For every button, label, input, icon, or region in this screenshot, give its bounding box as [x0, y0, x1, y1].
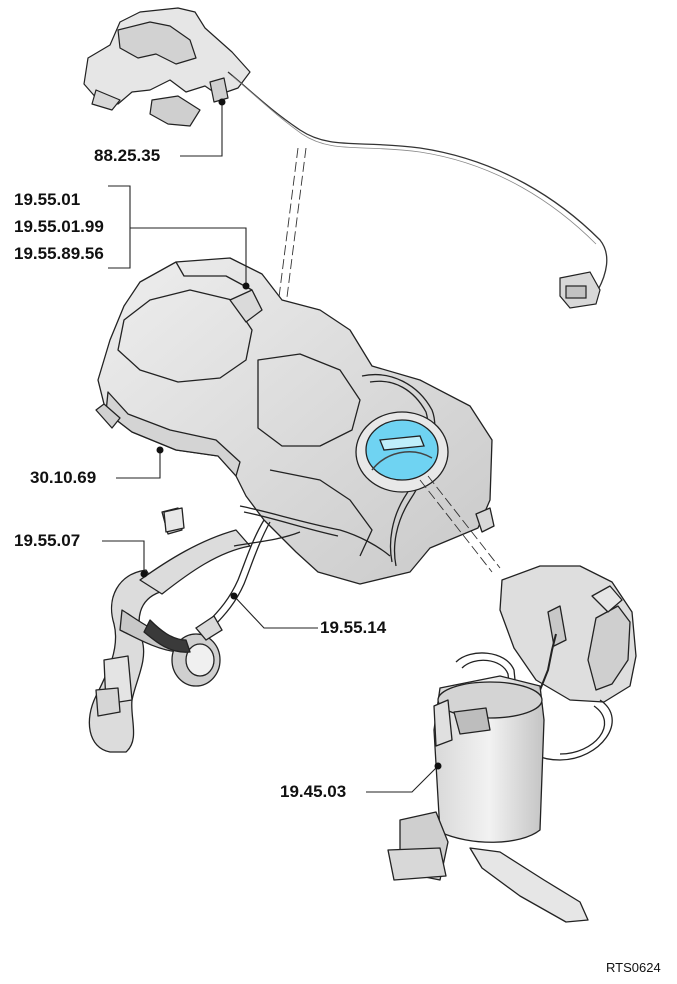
label-19-45-03: 19.45.03 — [280, 782, 347, 801]
label-19-55-89-56: 19.55.89.56 — [14, 244, 104, 263]
filler-pipe — [88, 507, 251, 753]
bracket-assembly — [83, 7, 251, 127]
vent-line — [195, 519, 301, 641]
harness-connector — [559, 271, 601, 309]
label-19-55-01-99: 19.55.01.99 — [14, 217, 104, 236]
label-19-55-01: 19.55.01 — [14, 190, 81, 209]
label-88-25-35: 88.25.35 — [94, 146, 161, 165]
harness-wire — [227, 71, 608, 291]
pump-opening — [355, 411, 449, 493]
leader-dots — [140, 98, 442, 770]
pump-alignment-line — [419, 475, 501, 573]
fuel-pump-module — [387, 565, 637, 923]
label-30-10-69: 30.10.69 — [30, 468, 97, 487]
leader-lines — [102, 102, 439, 793]
label-19-55-07: 19.55.07 — [14, 531, 81, 550]
figure-reference: RTS0624 — [606, 960, 661, 975]
label-19-55-14: 19.55.14 — [320, 618, 387, 637]
fuel-tank — [95, 257, 495, 585]
